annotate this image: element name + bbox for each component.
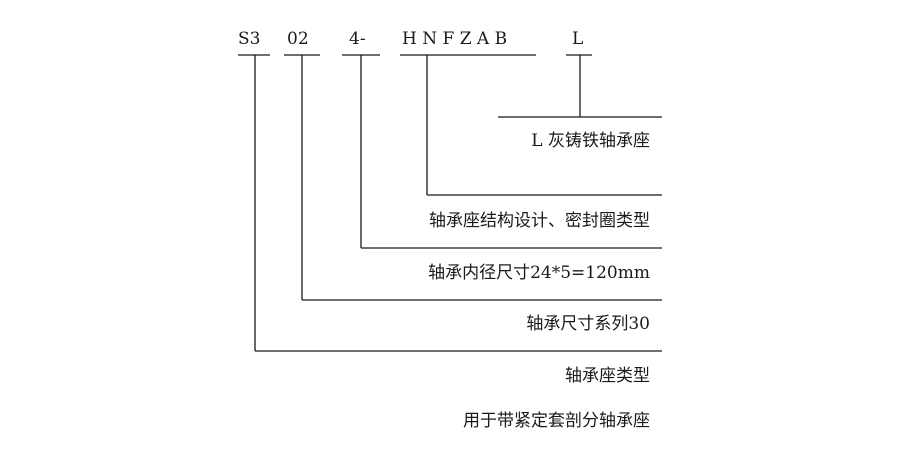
code-part-02: 02 [287,29,309,49]
leader-series [301,55,662,301]
desc-housing-design-seal: 轴承座结构设计、密封圈类型 [429,211,650,231]
code-row: S3 02 4- H N F Z A B L [238,29,583,49]
leader-hnfzab [426,55,662,196]
leader-bore [360,55,662,249]
desc-adapter-sleeve-housing: 用于带紧定套剖分轴承座 [463,411,650,431]
desc-bore-diameter: 轴承内径尺寸24*5=120mm [428,263,650,283]
code-part-l: L [572,29,583,49]
code-part-4: 4- [349,29,366,49]
leader-l [498,55,662,118]
desc-housing-type: 轴承座类型 [565,366,650,386]
leader-type [254,55,662,352]
code-part-s3: S3 [238,29,260,49]
code-part-hnfzab: H N F Z A B [402,29,507,49]
desc-size-series: 轴承尺寸系列30 [526,314,650,334]
descriptions: L 灰铸铁轴承座 轴承座结构设计、密封圈类型 轴承内径尺寸24*5=120mm … [428,131,650,431]
desc-cast-iron-housing: L 灰铸铁轴承座 [531,131,650,151]
